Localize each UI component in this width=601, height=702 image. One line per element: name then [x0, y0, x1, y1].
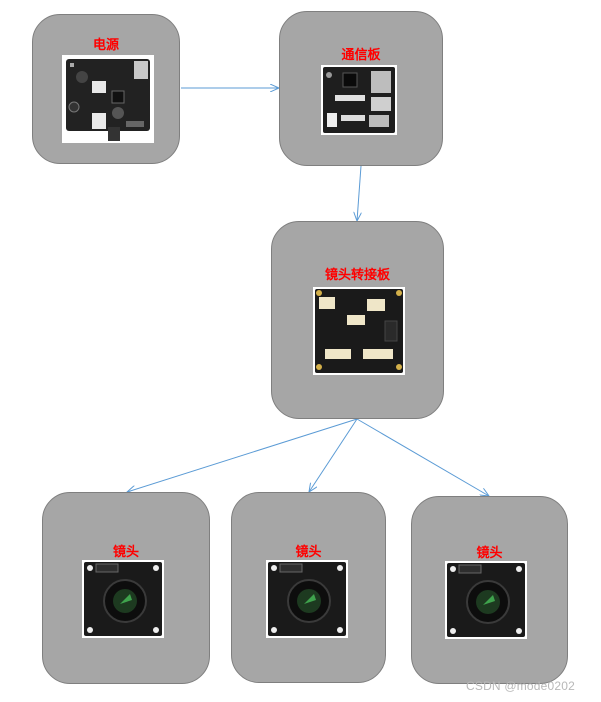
arrow-comm-to-adapter [357, 165, 361, 221]
adapter-board-image [313, 287, 405, 375]
node-lens-1-label: 镜头 [112, 545, 139, 560]
lens-board-image-2 [266, 560, 348, 638]
node-lens-1: 镜头 [42, 492, 210, 684]
arrow-adapter-to-lens3 [356, 418, 489, 496]
node-power: 电源 [32, 14, 180, 164]
node-comm: 通信板 [279, 11, 443, 166]
node-lens-3: 镜头 [411, 496, 568, 684]
node-power-label: 电源 [92, 38, 119, 53]
arrow-adapter-to-lens2 [309, 418, 358, 492]
node-lens-2: 镜头 [231, 492, 386, 683]
node-adapter-label: 镜头转接板 [324, 268, 390, 283]
lens-board-image-3 [445, 561, 527, 639]
arrow-adapter-to-lens1 [127, 418, 358, 492]
node-comm-label: 通信板 [341, 48, 381, 63]
node-lens-2-label: 镜头 [295, 545, 322, 560]
lens-board-image-1 [82, 560, 164, 638]
node-adapter: 镜头转接板 [271, 221, 444, 419]
power-board-image [62, 55, 154, 143]
node-lens-3-label: 镜头 [476, 546, 503, 561]
watermark-text: CSDN @mode0202 [466, 679, 576, 693]
comm-board-image [321, 65, 397, 135]
